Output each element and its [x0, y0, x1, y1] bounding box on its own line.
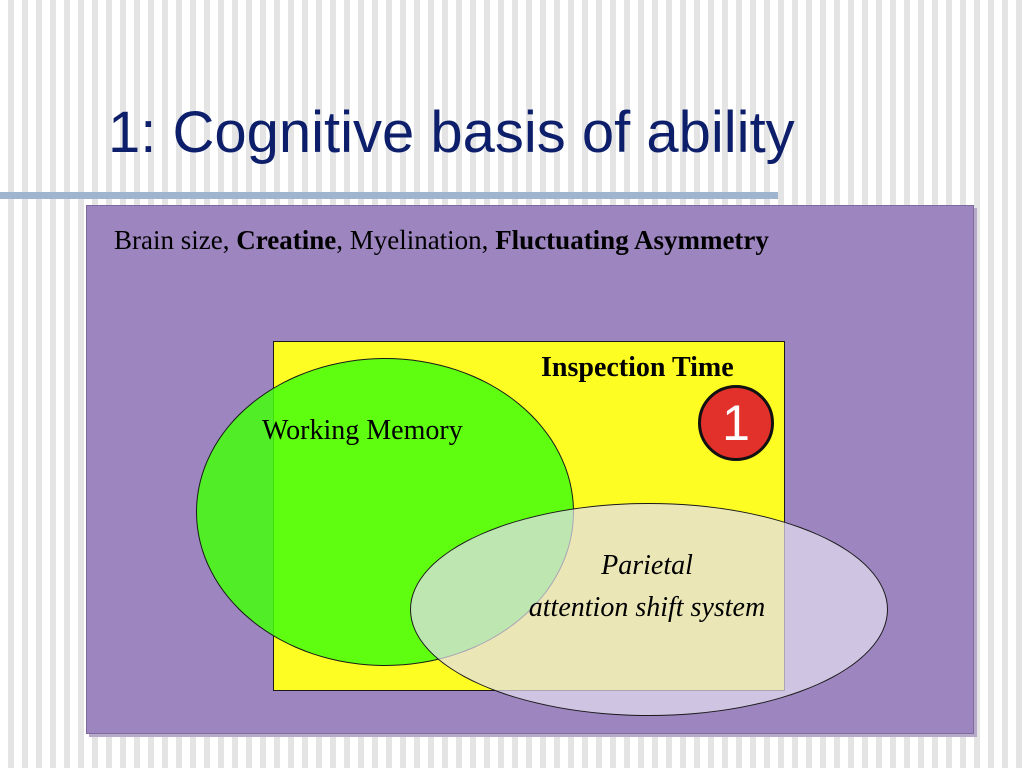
factor-myelination: , Myelination, — [336, 225, 496, 255]
factor-creatine: Creatine — [236, 225, 337, 255]
factor-brain-size: Brain size, — [114, 225, 237, 255]
parietal-label-line1: Parietal — [601, 550, 693, 581]
factor-fluctuating-asymmetry: Fluctuating Asymmetry — [495, 225, 769, 255]
factors-line: Brain size, Creatine, Myelination, Fluct… — [114, 225, 769, 256]
working-memory-label: Working Memory — [262, 415, 463, 446]
slide-title: 1: Cognitive basis of ability — [108, 100, 795, 165]
parietal-label: Parietal attention shift system — [456, 545, 838, 629]
parietal-label-line2: attention shift system — [528, 592, 766, 623]
inspection-time-label: Inspection Time — [541, 352, 734, 383]
parietal-ellipse — [410, 503, 888, 716]
number-badge: 1 — [698, 385, 774, 461]
title-underline — [0, 192, 778, 199]
